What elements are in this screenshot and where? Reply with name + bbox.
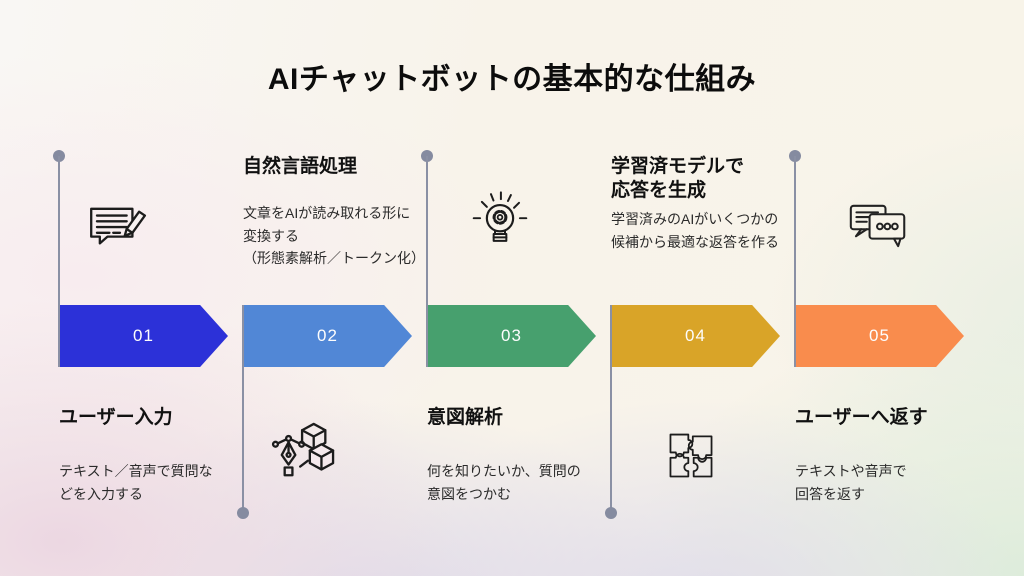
step-01-description: テキスト／音声で質問な どを入力する — [59, 460, 213, 505]
desc-line: テキストや音声で — [795, 463, 907, 479]
desc-line: 文章をAIが読み取れる形に — [243, 205, 411, 221]
desc-line: 回答を返す — [795, 485, 865, 502]
step-number: 01 — [133, 326, 154, 345]
connector-line — [58, 156, 60, 367]
desc-line: どを入力する — [59, 485, 143, 502]
step-number: 05 — [869, 326, 890, 345]
step-01: 01 ユーザー入力 テキスト／音声で質問な どを入力する — [53, 0, 228, 576]
step-02-description: 文章をAIが読み取れる形に 変換する （形態素解析／トークン化） — [243, 202, 425, 270]
step-01-arrow: 01 — [59, 305, 228, 367]
desc-line: 学習済みのAIがいくつかの — [611, 211, 779, 227]
step-02-arrow: 02 — [243, 305, 412, 367]
step-03-description: 何を知りたいか、質問の 意図をつかむ — [427, 460, 581, 505]
desc-line: （形態素解析／トークン化） — [243, 250, 425, 266]
heading-line: 応答を生成 — [611, 180, 707, 201]
step-03-heading: 意図解析 — [427, 406, 503, 430]
heading-line: ユーザー入力 — [59, 407, 173, 428]
step-01-heading: ユーザー入力 — [59, 406, 173, 430]
step-04-description: 学習済みのAIがいくつかの 候補から最適な返答を作る — [611, 208, 779, 253]
idea-bulb-icon — [471, 191, 529, 249]
connector-line — [426, 156, 428, 367]
chat-bubbles-icon — [848, 202, 908, 249]
connector-dot — [605, 507, 617, 519]
desc-line: 意図をつかむ — [427, 485, 511, 502]
desc-line: テキスト／音声で質問な — [59, 463, 213, 479]
connector-line — [794, 156, 796, 367]
step-05-description: テキストや音声で 回答を返す — [795, 460, 907, 505]
page-title: AIチャットボットの基本的な仕組み — [267, 63, 757, 96]
heading-line: ユーザーへ返す — [795, 407, 928, 428]
message-edit-icon — [88, 205, 150, 251]
step-number: 04 — [685, 326, 706, 345]
desc-line: 変換する — [243, 227, 299, 244]
vector-cubes-icon — [271, 422, 339, 482]
step-05: 05 ユーザーへ返す テキストや音声で 回答を返す — [789, 0, 964, 576]
connector-dot — [237, 507, 249, 519]
puzzle-icon — [666, 431, 716, 481]
step-02-heading: 自然言語処理 — [243, 155, 357, 179]
heading-line: 学習済モデルで — [611, 156, 745, 177]
heading-line: 意図解析 — [427, 407, 504, 428]
step-05-heading: ユーザーへ返す — [795, 406, 928, 430]
step-04-arrow: 04 — [611, 305, 780, 367]
step-04: 学習済モデルで 応答を生成 学習済みのAIがいくつかの 候補から最適な返答を作る… — [605, 0, 780, 576]
step-05-arrow: 05 — [795, 305, 964, 367]
step-03: 03 意図解析 何を知りたいか、質問の 意図をつかむ — [421, 0, 596, 576]
heading-line: 自然言語処理 — [243, 156, 358, 177]
desc-line: 何を知りたいか、質問の — [427, 463, 581, 479]
step-03-arrow: 03 — [427, 305, 596, 367]
step-04-heading: 学習済モデルで 応答を生成 — [611, 155, 744, 203]
connector-line — [242, 305, 244, 513]
step-02: 自然言語処理 文章をAIが読み取れる形に 変換する （形態素解析／トークン化） … — [237, 0, 425, 576]
connector-line — [610, 305, 612, 513]
step-number: 03 — [501, 326, 522, 345]
desc-line: 候補から最適な返答を作る — [611, 233, 779, 250]
step-number: 02 — [317, 326, 338, 345]
